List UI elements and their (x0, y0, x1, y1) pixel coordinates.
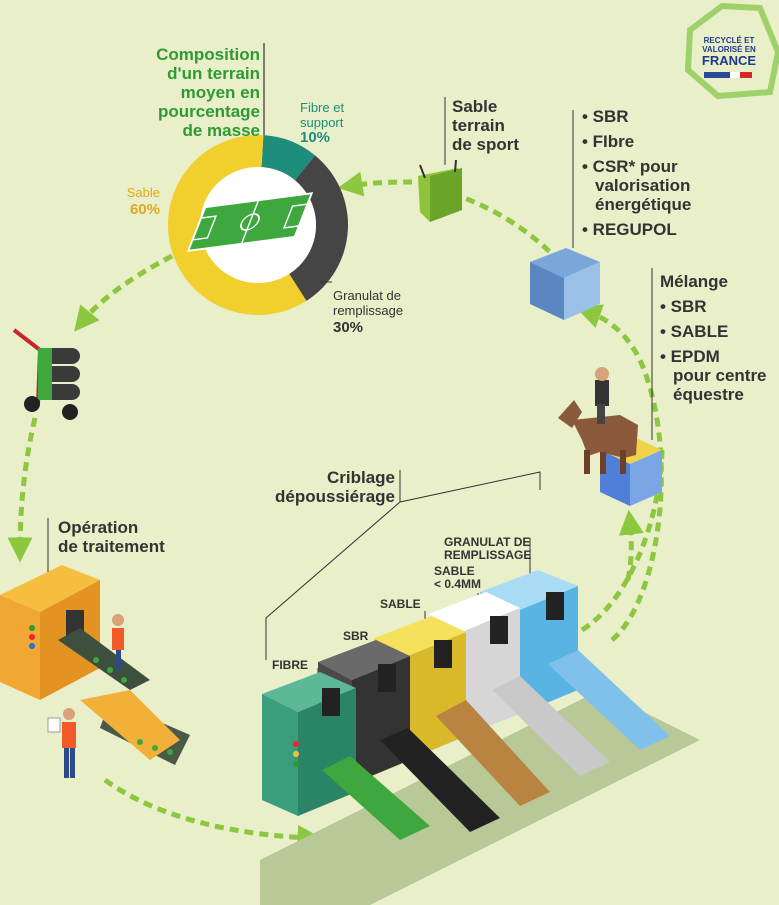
donut-slice (168, 135, 307, 315)
melange-title: Mélange (660, 272, 729, 291)
logo-text: RECYCLÉ ET VALORISÉ EN FRANCE (701, 36, 757, 68)
arrow-up-2 (576, 304, 664, 642)
outputs-item: • SBR (582, 107, 629, 126)
outputs-list: • SBR • FIbre • CSR* pour valorisation é… (582, 107, 691, 239)
logo-line: FRANCE (701, 53, 757, 68)
outputs-item: • CSR* pour (582, 157, 678, 176)
criblage-line: dépoussiérage (275, 487, 395, 506)
composition-title-line: de masse (182, 121, 261, 140)
operation-line: Opération (58, 518, 139, 537)
logo-line: VALORISÉ EN (702, 45, 756, 54)
melange-item: équestre (673, 385, 744, 404)
arrow-to-horse (618, 509, 644, 581)
criblage-bracket (265, 470, 541, 660)
pct-sable: 60% (129, 201, 160, 218)
sable-terrain-line: Sable (452, 97, 498, 116)
horse-rider-icon (558, 367, 638, 474)
outputs-item: valorisation (595, 176, 691, 195)
machine-label-granulat: GRANULAT DE REMPLISSAGE (444, 536, 531, 562)
donut-slice (289, 155, 348, 301)
arrow-to-treatment (7, 417, 38, 563)
sand-bag-icon (418, 159, 462, 222)
pct-granulat: 30% (333, 319, 364, 336)
outputs-item: • FIbre (582, 132, 635, 151)
label-fibre-support: Fibre et support 10% (300, 100, 344, 145)
sable-terrain-line: terrain (452, 116, 505, 135)
blue-bale-icon (530, 248, 600, 320)
composition-title-line: Composition (156, 45, 260, 64)
machine-label-sable-fine: SABLE < 0.4MM (434, 565, 481, 591)
criblage-line: Criblage (326, 468, 395, 487)
melange-item: • EPDM (660, 347, 720, 366)
sable-terrain-label: Sable terrain de sport (452, 97, 519, 154)
melange-item: • SBR (660, 297, 707, 316)
sable-terrain-line: de sport (452, 135, 520, 154)
outputs-item: • REGUPOL (582, 220, 677, 239)
melange-item: pour centre (673, 366, 767, 385)
label-fibre-line: Fibre et (300, 100, 345, 115)
machine-label-fibre: FIBRE (272, 658, 308, 672)
operation-label: Opération de traitement (58, 518, 165, 556)
label-sable: Sable 60% (110, 184, 160, 218)
machine-label-sable: SABLE (380, 597, 421, 611)
machine-label-sbr: SBR (343, 629, 369, 643)
machine-label-sable-fine-line: SABLE (434, 564, 475, 578)
label-sable-line: Sable (126, 185, 160, 200)
pct-fibre: 10% (300, 129, 331, 146)
machine-label-sable-fine-line: < 0.4MM (434, 577, 482, 591)
arrow-to-sorting (103, 777, 323, 850)
label-granulat-line: remplissage (333, 303, 404, 318)
sorting-machines (260, 570, 700, 905)
machine-label-granulat-line: REMPLISSAGE (444, 548, 532, 562)
arrow-to-trolley (74, 253, 174, 332)
melange-block: Mélange • SBR • SABLE • EPDM pour centre… (660, 272, 767, 404)
donut-slice (261, 135, 316, 181)
cycle-arrows (7, 171, 665, 850)
criblage-label: Criblage dépoussiérage (275, 468, 395, 506)
label-granulat-line: Granulat de (333, 288, 401, 303)
machine-label-granulat-line: GRANULAT DE (444, 535, 531, 549)
label-fibre-line: support (300, 115, 344, 130)
football-pitch-icon (186, 192, 314, 252)
arrow-to-bag (419, 182, 562, 264)
composition-title-line: pourcentage (157, 102, 260, 121)
outputs-item: énergétique (595, 195, 692, 214)
melange-item: • SABLE (660, 322, 729, 341)
logo-line: RECYCLÉ ET (703, 36, 755, 45)
recycle-logo-icon (684, 2, 779, 100)
arrow-up-1 (580, 449, 665, 633)
composition-title-line: d'un terrain (167, 64, 260, 83)
composition-title: Composition d'un terrain moyen en pource… (150, 45, 260, 140)
label-granulat: Granulat de remplissage 30% (333, 288, 403, 335)
operation-line: de traitement (58, 537, 165, 556)
treatment-machine (0, 565, 190, 778)
composition-title-line: moyen en (180, 83, 260, 102)
turf-trolley-icon (12, 328, 80, 420)
donut-chart (168, 135, 348, 315)
